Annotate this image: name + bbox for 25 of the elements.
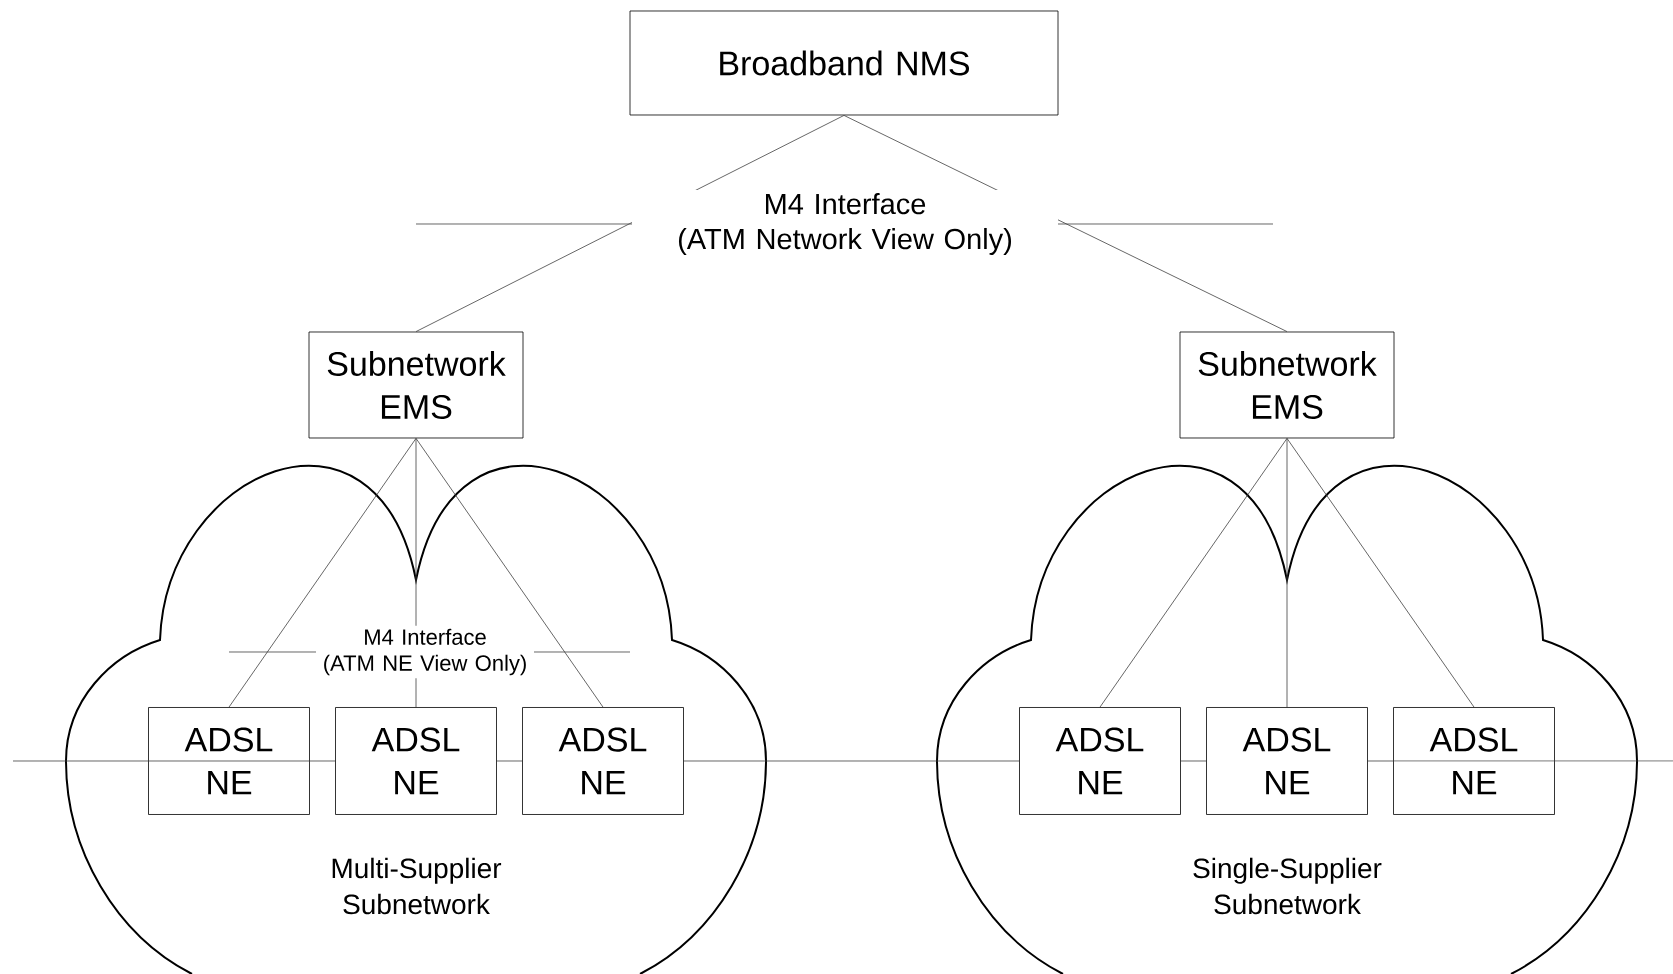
connector-line	[1367, 760, 1394, 762]
interface-label: M4 Interface (ATM NE View Only)	[316, 625, 534, 679]
interface-label: M4 Interface (ATM Network View Only)	[632, 190, 1058, 258]
network-box: Subnetwork EMS	[308, 331, 524, 439]
connector-line	[12, 760, 311, 762]
connector-line	[496, 760, 523, 762]
network-box: ADSL NE	[335, 707, 497, 815]
connector-line	[1099, 438, 1288, 708]
cloud-label: Multi-Supplier Subnetwork	[332, 857, 502, 915]
cloud-label: Single-Supplier Subnetwork	[1193, 857, 1382, 915]
network-box: Subnetwork EMS	[1179, 331, 1395, 439]
connector-line	[683, 760, 1020, 762]
network-box: ADSL NE	[1206, 707, 1368, 815]
connector-line	[1392, 760, 1673, 762]
connector-line	[1180, 760, 1207, 762]
connector-line	[1286, 438, 1288, 708]
network-box: ADSL NE	[148, 707, 310, 815]
network-box: ADSL NE	[1019, 707, 1181, 815]
connector-line	[309, 760, 336, 762]
connector-line	[1286, 438, 1475, 708]
connector-line	[415, 438, 604, 708]
network-box: ADSL NE	[522, 707, 684, 815]
connector-line	[228, 438, 417, 708]
network-box: Broadband NMS	[629, 10, 1059, 116]
network-box: ADSL NE	[1393, 707, 1555, 815]
